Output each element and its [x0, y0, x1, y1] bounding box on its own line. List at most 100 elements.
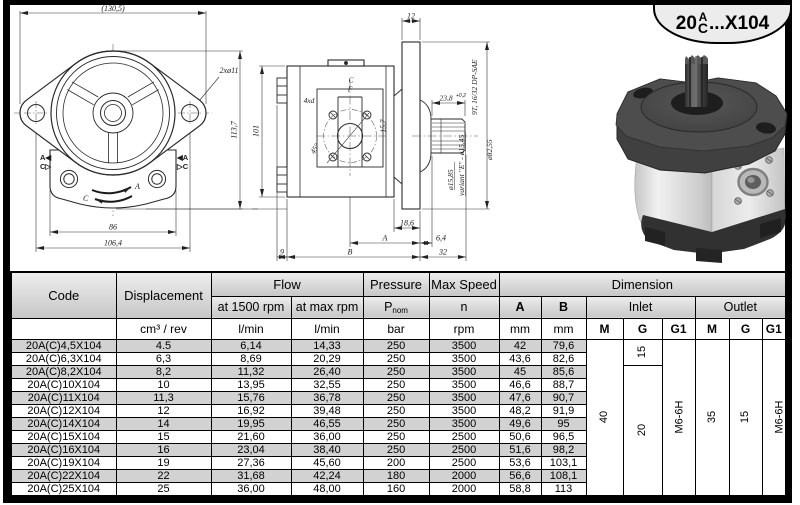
unit-inlet-m: M: [585, 317, 624, 340]
cell-speed: 2000: [428, 481, 500, 496]
front-mount-holes: [27, 104, 199, 122]
dim-a: A: [382, 234, 388, 243]
dim-32: 32: [438, 248, 447, 257]
cell-b: 82,6: [540, 351, 587, 366]
spec-table: Code Displacement Flow Pressure Max Spee…: [10, 271, 788, 497]
cell-a: 43,6: [498, 351, 542, 366]
side-view-drawing: 12 101 4xd C F 15,7 45° 23,8 +0,2 9T, 16…: [252, 12, 494, 261]
cell-displacement: 25: [115, 481, 212, 496]
rotation-a: A: [134, 182, 140, 191]
cell-displacement: 11,3: [115, 390, 212, 405]
side-centerlines: [316, 80, 478, 176]
cell-a: 46,6: [498, 377, 542, 392]
cell-b: 91,9: [540, 403, 587, 418]
cell-pressure: 250: [362, 338, 430, 353]
merged-inlet-g1: M6-6H: [661, 338, 696, 496]
dim-spline-length: 23,8: [439, 94, 452, 103]
table-row: 20A(C)10X104 10 13,95 32,55 250 3500 46,…: [10, 377, 786, 392]
cell-speed: 3500: [428, 377, 500, 392]
dim-body-width: 86: [109, 223, 117, 232]
rotation-c: C: [83, 194, 89, 203]
table-row: 20A(C)4,5X104 4.5 6,14 14,33 250 3500 42…: [10, 338, 787, 496]
cell-displacement: 12: [115, 403, 212, 418]
table-row: 20A(C)16X104 16 23,04 38,40 250 2500 51,…: [10, 442, 786, 457]
unit-flow-max: l/min: [290, 317, 364, 340]
table-row: 20A(C)19X104 19 27,36 45,60 200 2500 53,…: [10, 455, 786, 470]
cell-code: 20A(C)14X104: [10, 416, 117, 431]
cell-flow-max: 39,48: [290, 403, 364, 418]
unit-a: mm: [498, 317, 542, 340]
front-hole-crosshairs: [24, 101, 202, 125]
col-header-pressure: Pressure: [362, 271, 430, 297]
cell-displacement: 14: [115, 416, 212, 431]
page-border: [3, 0, 792, 503]
cell-flow-1500: 13,95: [210, 377, 292, 392]
cell-flow-1500: 36,00: [210, 481, 292, 496]
table-row: 20A(C)12X104 12 16,92 39,48 250 3500 48,…: [10, 403, 786, 418]
cell-pressure: 250: [362, 429, 430, 444]
unit-pressure: bar: [362, 317, 430, 340]
col-header-flow: Flow: [210, 271, 364, 297]
col-header-flow-1500: at 1500 rpm: [210, 295, 292, 319]
cell-pressure: 250: [362, 390, 430, 405]
dim-inner-width: F: [347, 85, 353, 94]
front-port-holes: [59, 169, 167, 189]
cell-flow-1500: 23,04: [210, 442, 292, 457]
cell-pressure: 250: [362, 442, 430, 457]
cell-pressure: 250: [362, 416, 430, 431]
col-header-dimension: Dimension: [498, 271, 787, 297]
cell-flow-max: 32,55: [290, 377, 364, 392]
cell-speed: 3500: [428, 364, 500, 379]
port-right-a: ◀A: [176, 153, 189, 162]
side-body: [276, 59, 403, 198]
merged-inlet-g-top: 15: [622, 338, 663, 366]
cell-speed: 3500: [428, 351, 500, 366]
cell-a: 51,6: [498, 442, 542, 457]
cell-code: 20A(C)22X104: [10, 468, 117, 483]
cell-displacement: 6,3: [115, 351, 212, 366]
cell-b: 79,6: [540, 338, 587, 353]
merged-outlet-m: 35: [694, 338, 730, 496]
cell-flow-1500: 8,69: [210, 351, 292, 366]
table-row: 20A(C)22X104 22 31,68 42,24 180 2000 56,…: [10, 468, 786, 483]
cell-code: 20A(C)11X104: [10, 390, 117, 405]
dim-height: 113,7: [230, 120, 239, 138]
cell-flow-max: 48,00: [290, 481, 364, 496]
col-header-code: Code: [10, 271, 117, 319]
unit-outlet-m: M: [694, 317, 730, 340]
col-header-b: B: [540, 295, 587, 319]
cell-displacement: 10: [115, 377, 212, 392]
cell-b: 96,5: [540, 429, 587, 444]
dim-18-6: 18,6: [400, 219, 414, 228]
cell-pressure: 250: [362, 403, 430, 418]
dim-overall-width: (130,5): [101, 4, 125, 13]
dim-9: 9: [280, 248, 284, 257]
col-header-displacement: Displacement: [115, 271, 212, 319]
cell-pressure: 250: [362, 351, 430, 366]
dim-port-offset: 15,7: [379, 119, 388, 132]
cell-code: 20A(C)6,3X104: [10, 351, 117, 366]
pump-photo: [615, 55, 788, 263]
unit-b: mm: [540, 317, 587, 340]
col-header-pnom: Pnom: [362, 295, 430, 319]
cell-code: 20A(C)19X104: [10, 455, 117, 470]
unit-inlet-g1: G1: [661, 317, 696, 340]
unit-inlet-g: G: [622, 317, 663, 340]
col-header-flow-max: at max rpm: [290, 295, 364, 319]
unit-outlet-g: G: [728, 317, 763, 340]
cell-flow-1500: 16,92: [210, 403, 292, 418]
cell-speed: 3500: [428, 416, 500, 431]
cell-b: 98,2: [540, 442, 587, 457]
dim-hole-span: 106,4: [104, 239, 122, 248]
cell-a: 49,6: [498, 416, 542, 431]
dim-spline-spec: 9T, 16/32 DP-SAE: [470, 59, 479, 115]
cell-b: 88,7: [540, 377, 587, 392]
cell-speed: 3500: [428, 390, 500, 405]
cell-flow-max: 14,33: [290, 338, 364, 353]
col-header-a: A: [498, 295, 542, 319]
cell-speed: 3500: [428, 403, 500, 418]
dim-shaft-dia: ø15,85: [446, 169, 455, 191]
dim-4xd: 4xd: [304, 96, 315, 105]
cell-flow-1500: 6,14: [210, 338, 292, 353]
cell-a: 48,2: [498, 403, 542, 418]
